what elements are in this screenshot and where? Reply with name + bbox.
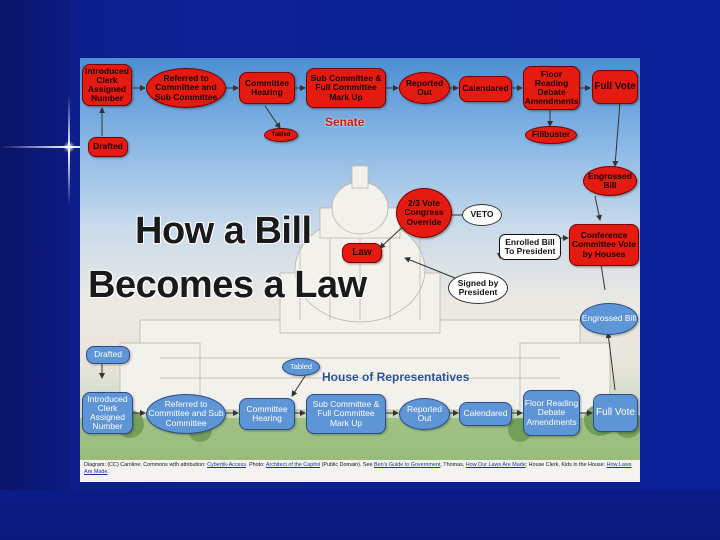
- image-credits: Diagram: (CC) Caroline. Commons with att…: [80, 460, 640, 482]
- credit-link-architect[interactable]: Architect of the Capitol: [265, 462, 321, 468]
- credits-text: ; House Clerk, Kids in the House:: [525, 462, 607, 468]
- credits-text: .: [107, 468, 109, 475]
- house-calendared-node: Calendared: [459, 402, 512, 426]
- house-floor-node: Floor Reading Debate Amendments: [523, 390, 580, 436]
- senate-drafted-node: Drafted: [88, 137, 128, 157]
- credits-text: , Thomas,: [440, 462, 466, 468]
- enrolled-bill-node: Enrolled Bill To President: [499, 234, 561, 260]
- sparkle-center: [63, 141, 75, 153]
- bill-diagram: Introduced Clerk Assigned Number Referre…: [80, 58, 640, 482]
- senate-hearing-node: Committee Hearing: [239, 72, 295, 104]
- senate-calendared-node: Calendared: [459, 76, 512, 102]
- house-referred-node: Referred to Committee and Sub Committee: [146, 394, 226, 434]
- senate-referred-node: Referred to Committee and Sub Committee: [146, 68, 226, 108]
- conference-node: Conference Committee Vote by Houses: [569, 224, 639, 266]
- house-hearing-node: Committee Hearing: [239, 398, 295, 430]
- senate-tabled-node: Tabled: [264, 128, 298, 142]
- signed-node: Signed by President: [448, 272, 508, 304]
- law-node: Law: [342, 243, 382, 263]
- house-markup-node: Sub Committee & Full Committee Mark Up: [306, 394, 386, 434]
- senate-markup-node: Sub Committee & Full Committee Mark Up: [306, 68, 386, 108]
- filibuster-node: Filibuster: [525, 126, 577, 144]
- slide-bottom-band: [0, 490, 720, 540]
- credit-link-how-laws-made[interactable]: How Laws Are Made: [84, 462, 632, 475]
- senate-engrossed-node: Engrossed Bill: [583, 166, 637, 196]
- override-node: 2/3 Vote Congress Override: [396, 188, 452, 238]
- credits-text: . Photo:: [246, 462, 266, 468]
- credit-link-bens-guide[interactable]: Ben's Guide to Government: [374, 462, 441, 468]
- house-engrossed-node: Engrossed Bill: [580, 303, 638, 335]
- house-drafted-node: Drafted: [86, 346, 130, 364]
- senate-floor-node: Floor Reading Debate Amendments: [523, 66, 580, 110]
- veto-node: VETO: [462, 204, 502, 226]
- credit-link-cybertik[interactable]: Cybertik-Access: [207, 462, 247, 468]
- credits-text: (Public Domain). See: [320, 462, 375, 468]
- senate-reported-node: Reported Out: [399, 72, 450, 104]
- senate-introduced-node: Introduced Clerk Assigned Number: [82, 64, 132, 106]
- credits-text: Diagram: (CC) Caroline. Commons with att…: [84, 462, 208, 468]
- senate-full-vote-node: Full Vote: [592, 70, 638, 104]
- title-line1: How a Bill: [135, 210, 312, 252]
- senate-label: Senate: [325, 115, 365, 129]
- house-label: House of Representatives: [322, 370, 470, 384]
- house-reported-node: Reported Out: [399, 398, 450, 430]
- slide-left-band: [0, 0, 70, 540]
- house-tabled-node: Tabled: [282, 358, 320, 376]
- title-line2: Becomes a Law: [88, 264, 367, 306]
- house-full-vote-node: Full Vote: [593, 394, 638, 432]
- credit-link-how-our-laws[interactable]: How Our Laws Are Made: [465, 462, 526, 468]
- house-introduced-node: Introduced Clerk Assigned Number: [82, 392, 133, 434]
